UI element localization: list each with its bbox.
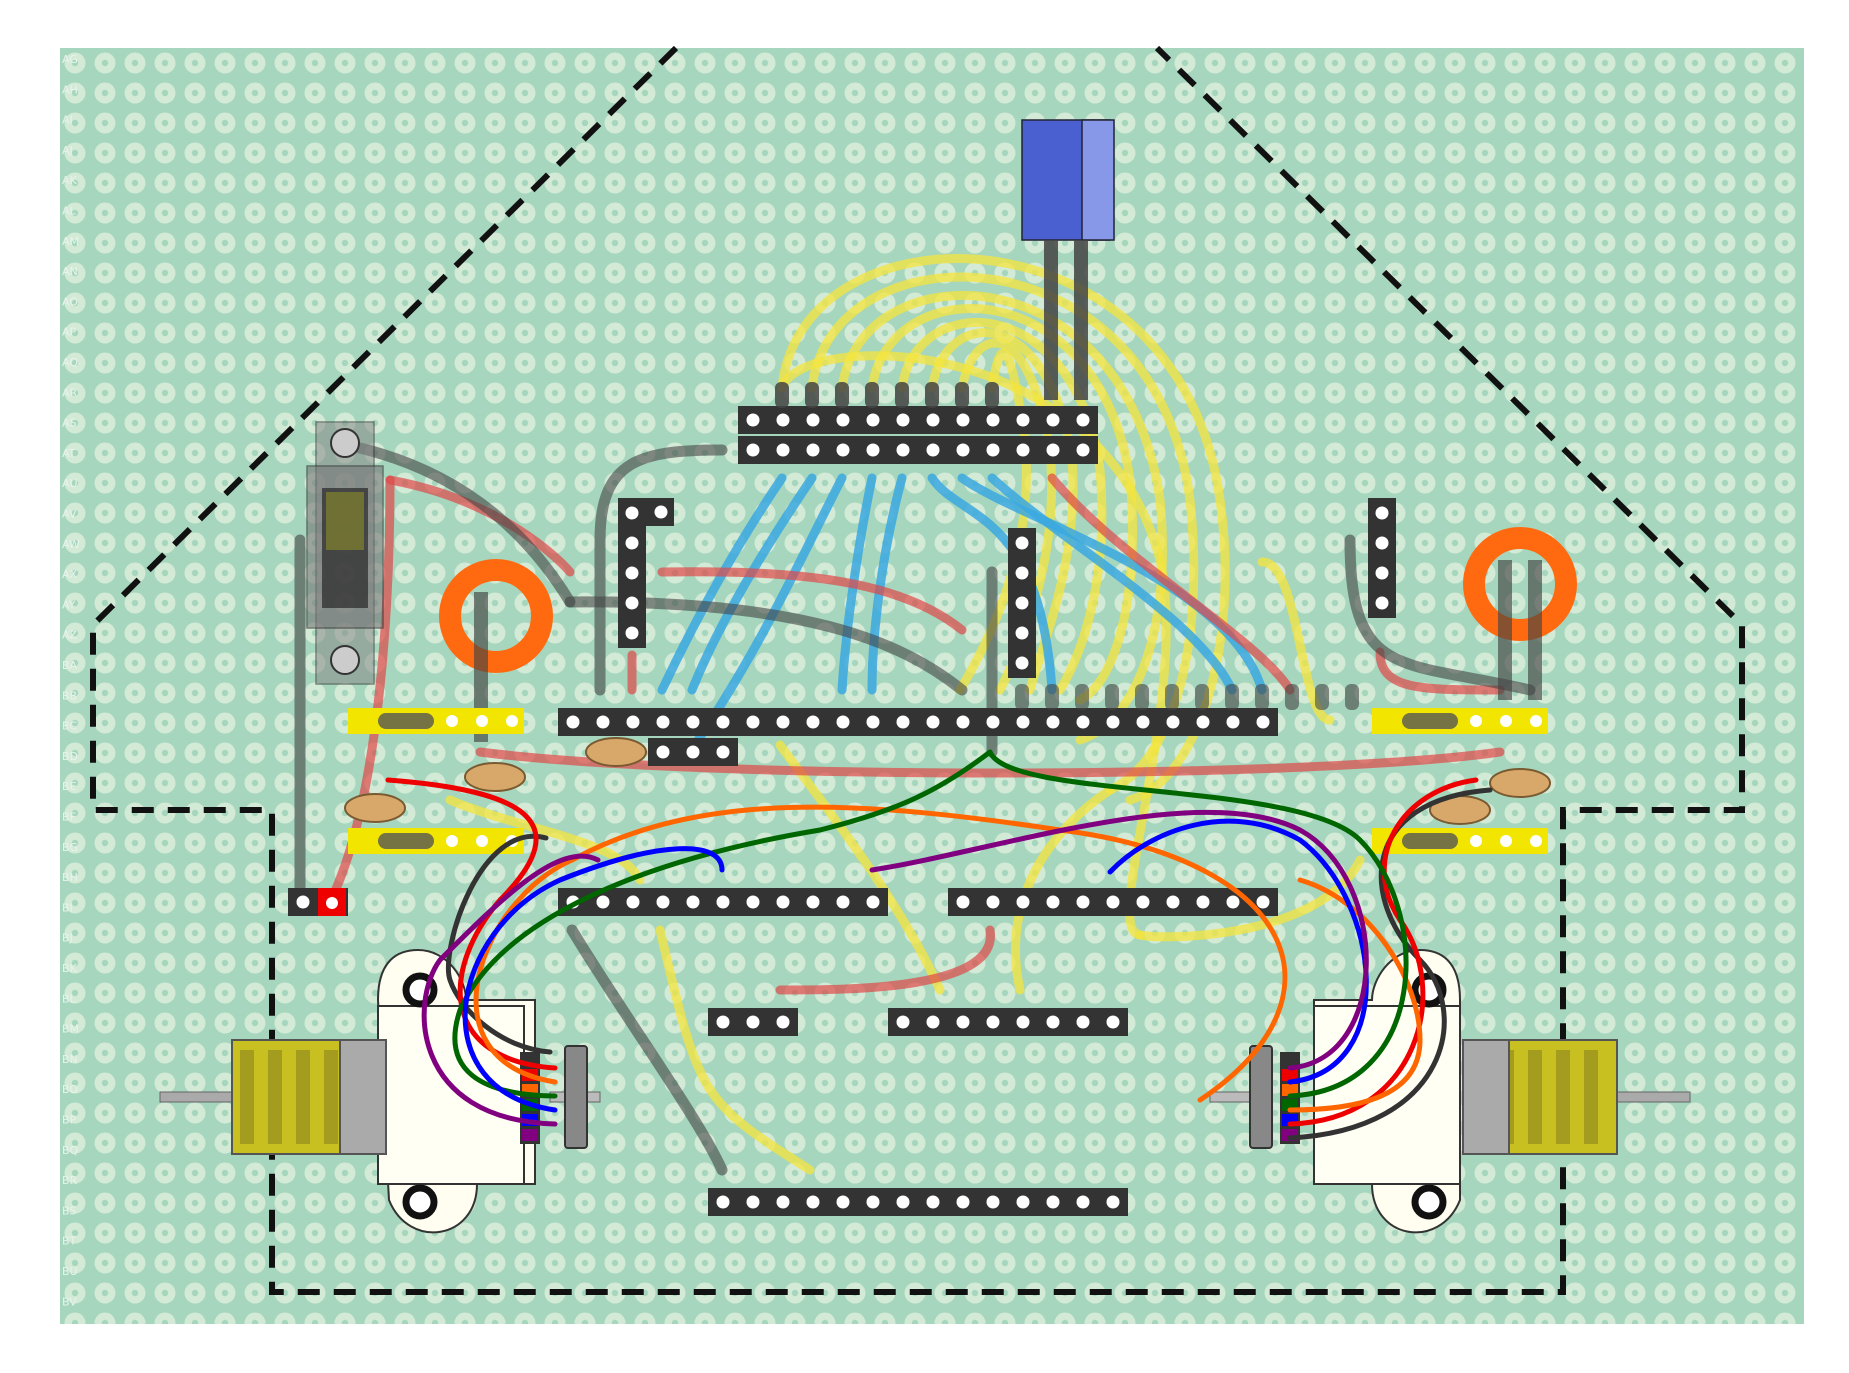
row-label: AR [62,386,78,399]
row-label: BT [62,1235,77,1248]
header-middle [558,708,1278,736]
row-label: AG [62,53,78,66]
row-label: BE [62,780,77,793]
row-label: BM [62,1023,79,1036]
row-label: BD [62,750,78,763]
row-label: AM [62,235,79,248]
header-vertical-right [1368,498,1396,618]
header-lower-left [558,888,888,916]
row-label: AU [62,477,78,490]
row-label: BS [62,1204,76,1217]
row-label: AS [62,417,77,430]
row-label: BA [62,659,78,672]
row-label: BQ [62,1144,79,1157]
row-label: BJ [62,932,73,945]
row-label: AN [62,265,78,278]
row-label: AI [62,114,73,127]
row-label: BV [62,1295,77,1308]
row-label: BU [62,1265,78,1278]
header-lower-right [948,888,1278,916]
header-small-right [888,1008,1128,1036]
row-label: BI [62,901,73,914]
strip-left-bottom [348,828,524,854]
row-label: AH [62,83,78,96]
orange-ring-right [1463,527,1577,700]
row-label: AZ [62,629,78,642]
row-label: AJ [62,144,73,157]
row-label: BF [62,811,76,824]
row-label: AQ [62,356,78,369]
row-label: AK [62,174,78,187]
row-label: BG [62,841,78,854]
strip-right-top [1372,708,1548,734]
row-label: BP [62,1114,77,1127]
header-middle-small [648,738,738,766]
orange-ring-left [439,559,553,742]
header-small-left [708,1008,798,1036]
row-label: BB [62,689,77,702]
row-label: BK [62,962,78,975]
row-label: BN [62,1053,78,1066]
pin-headers [288,382,1396,1216]
header-bottom [708,1188,1128,1216]
row-label: AW [62,538,80,551]
yellow-strips [348,708,1548,854]
row-label: BC [62,720,77,733]
header-vertical-mid [1008,528,1036,678]
row-label: AT [62,447,76,460]
slide-switch [306,421,384,685]
row-label: BH [62,871,78,884]
led-component [1021,119,1115,400]
header-top-row2 [738,436,1098,464]
row-label: BL [62,992,77,1005]
blue-wires [657,473,1267,757]
strip-left-top [348,708,524,734]
header-top-row1 [738,406,1098,434]
ribbon-wires-right [869,749,1493,1141]
row-label: AV [62,508,77,521]
resistors [344,737,1551,825]
row-label: AP [62,326,77,339]
header-vertical-left [618,498,646,648]
row-label: AX [62,568,78,581]
row-label: AO [62,295,78,308]
ribbon-wires-left [385,749,1288,1127]
row-label: BR [62,1174,78,1187]
row-label: BO [62,1083,78,1096]
row-labels: AG AH AI AJ AK AL AM AN AO AP AQ AR AS AT AU AV AW AX AY AZ… [62,53,80,1308]
row-label: AY [62,598,76,611]
strip-right-bottom [1372,828,1548,854]
chassis-outline [90,45,1745,1295]
row-label: AL [62,205,77,218]
